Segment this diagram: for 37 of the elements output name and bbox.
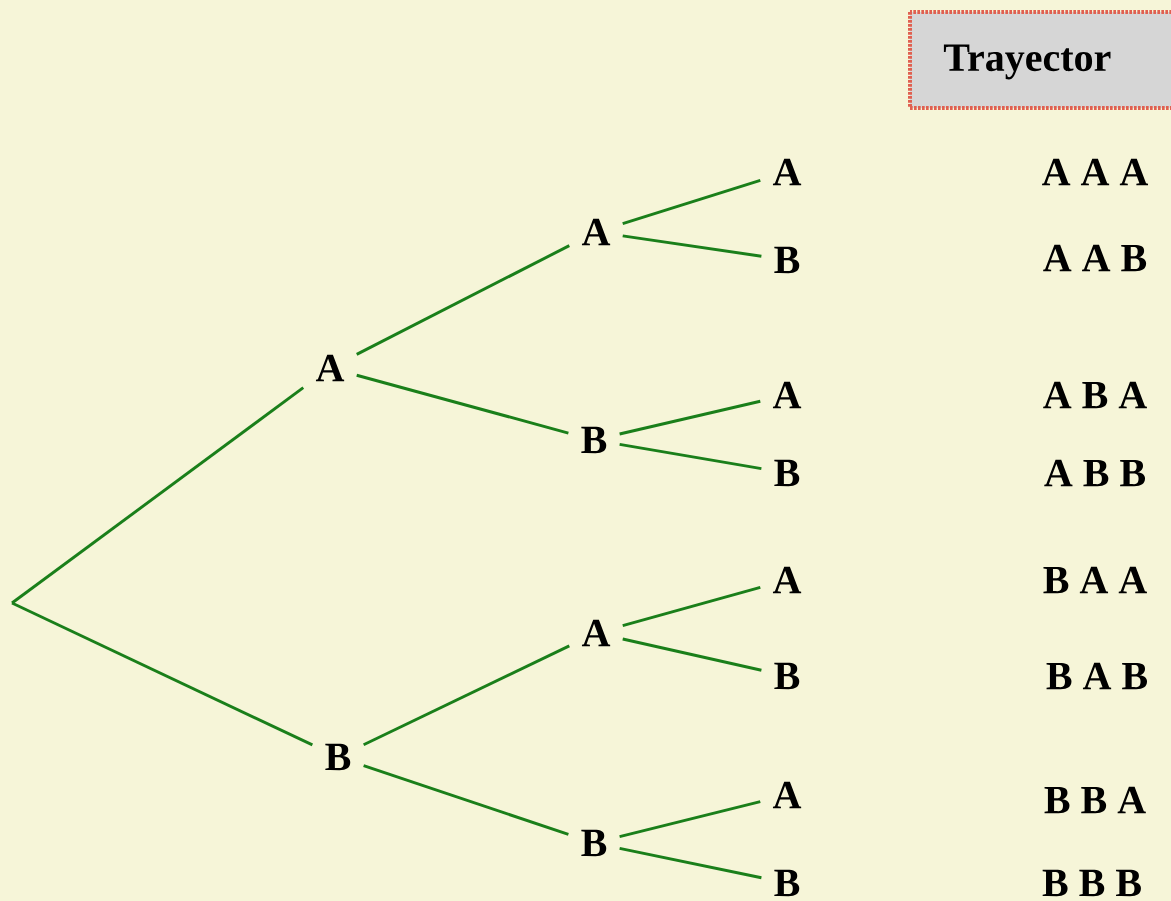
tree-letter: B bbox=[774, 246, 800, 274]
branch-line bbox=[11, 386, 305, 605]
outcome-sequence: B B A bbox=[1044, 786, 1146, 814]
branch-line bbox=[356, 373, 569, 435]
branch-line bbox=[622, 234, 762, 258]
tree-letter: B bbox=[581, 426, 607, 454]
tree-letter: B bbox=[774, 662, 800, 690]
branch-line bbox=[622, 179, 761, 226]
tree-letter: A bbox=[772, 158, 802, 186]
branch-line bbox=[622, 637, 762, 672]
tree-letter: B bbox=[774, 459, 800, 487]
branch-line bbox=[622, 586, 761, 628]
tree-letter: B bbox=[581, 829, 607, 857]
outcome-sequence: A A A bbox=[1042, 158, 1149, 186]
branch-line bbox=[356, 244, 570, 356]
outcome-sequence: B A B bbox=[1046, 662, 1147, 690]
tree-letter: A bbox=[315, 354, 345, 382]
tree-letter: A bbox=[772, 781, 802, 809]
outcome-sequence: B A A bbox=[1043, 566, 1147, 594]
tree-letter: A bbox=[772, 381, 802, 409]
branch-line bbox=[11, 601, 314, 747]
outcome-sequence: A B A bbox=[1043, 381, 1147, 409]
outcome-sequence: B B B bbox=[1042, 869, 1141, 897]
outcome-sequence: A A B bbox=[1043, 244, 1147, 272]
branch-line bbox=[619, 846, 762, 880]
tree-letter: A bbox=[581, 619, 611, 647]
tree-letter: A bbox=[581, 218, 611, 246]
tree-letter: B bbox=[774, 869, 800, 897]
outcome-sequence: A B B bbox=[1044, 459, 1145, 487]
tree-letter: A bbox=[772, 566, 802, 594]
branch-line bbox=[619, 800, 761, 839]
branch-line bbox=[362, 644, 570, 747]
branch-line bbox=[619, 399, 761, 436]
branch-line bbox=[619, 442, 762, 471]
tree-letter: B bbox=[325, 743, 351, 771]
branch-line bbox=[363, 764, 569, 836]
header-box: Trayector bbox=[908, 10, 1171, 110]
